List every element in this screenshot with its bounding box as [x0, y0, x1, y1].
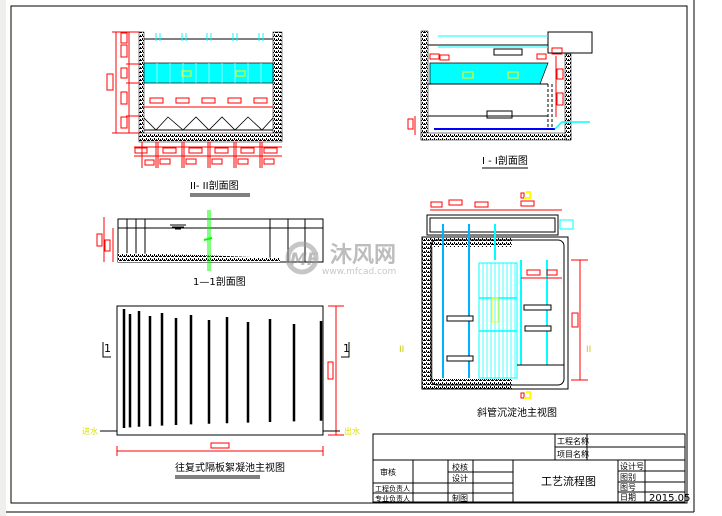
review-label: 审核: [380, 467, 396, 477]
drafting-label: 制图: [452, 493, 468, 503]
category-label: 图别: [620, 473, 636, 482]
section-mark-1-left: 1: [104, 342, 111, 355]
section-mark-ii-right: II: [586, 345, 591, 355]
drawing-no-label: 图号: [620, 483, 636, 492]
design-no-label: 设计号: [620, 461, 644, 471]
watermark: MF 沐风网 www.mfcad.com: [285, 241, 396, 277]
section-2-2-title: II- II剖面图: [190, 179, 239, 192]
viewport-edge: [0, 0, 6, 516]
drawing-title: 工艺流程图: [541, 474, 596, 488]
inclined-tube-zone: [143, 62, 274, 84]
settling-tank-main-view: II II 斜管沉淀池主视图: [399, 191, 591, 419]
drawing-frame: [6, 0, 695, 513]
item-name-label: 项目名称: [557, 449, 589, 459]
watermark-name: 沐风网: [330, 243, 396, 268]
section-2-2-view: II- II剖面图: [106, 31, 283, 197]
section-i-i-view: I - I剖面图: [407, 30, 593, 169]
inlet-label: 进水: [82, 426, 98, 436]
date-value: 2015.05: [649, 493, 690, 504]
project-lead-label: 工程负责人: [375, 484, 410, 493]
flocculation-tank-title: 往复式隔板絮凝池主视图: [175, 461, 285, 474]
section-mark-ii-left: II: [399, 345, 404, 355]
design-label: 设计: [452, 473, 468, 483]
section-1-1-title: 1—1剖面图: [193, 275, 246, 288]
flocculation-tank-main-view: 1 1 进水 出水 往复式隔板絮凝池主视图: [82, 305, 360, 479]
svg-text:MF: MF: [290, 250, 319, 270]
section-1-1-view: 1—1剖面图: [96, 210, 324, 288]
watermark-url: www.mfcad.com: [322, 267, 396, 277]
project-name-label: 工程名称: [557, 436, 589, 446]
title-block: 工程名称 项目名称 审核 工程负责人 专业负责人 校核 设计 制图 工艺流程图 …: [372, 433, 690, 504]
date-label: 日期: [620, 493, 636, 502]
discipline-lead-label: 专业负责人: [375, 494, 410, 503]
settling-tank-title: 斜管沉淀池主视图: [477, 406, 557, 419]
section-i-i-title: I - I剖面图: [482, 154, 528, 167]
outlet-label: 出水: [344, 426, 360, 436]
check-label: 校核: [452, 462, 468, 472]
section-mark-1-right: 1: [343, 342, 350, 355]
